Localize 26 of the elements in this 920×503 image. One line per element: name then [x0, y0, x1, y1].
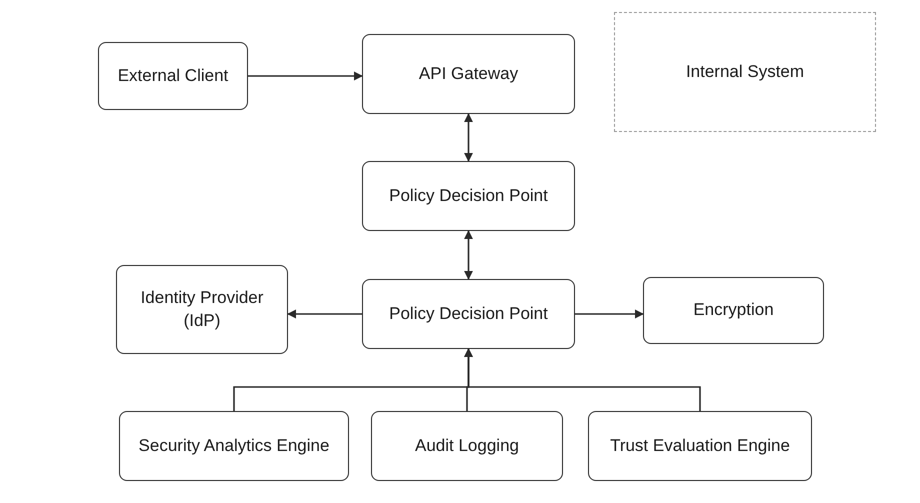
process-box	[362, 161, 575, 231]
arrow	[287, 310, 362, 318]
process-box	[98, 42, 248, 110]
arrow	[464, 230, 473, 280]
node-label: Internal System	[686, 60, 804, 83]
system-boundary-box	[614, 12, 876, 132]
arrow	[464, 348, 701, 411]
node-label: Policy Decision Point	[389, 184, 548, 207]
process-box	[588, 411, 812, 481]
arrow	[464, 113, 473, 162]
process-box	[371, 411, 563, 481]
node-label: External Client	[118, 64, 228, 87]
process-box	[643, 277, 824, 344]
node-label: Identity Provider (IdP)	[140, 286, 264, 332]
arrow	[248, 72, 363, 80]
process-box	[116, 265, 288, 354]
node-label: Policy Decision Point	[389, 302, 548, 325]
node-label: Encryption	[693, 299, 774, 322]
process-box	[362, 34, 575, 114]
node-label: Security Analytics Engine	[138, 434, 330, 457]
process-box	[362, 279, 575, 349]
process-box	[119, 411, 349, 481]
node-label: Audit Logging	[415, 434, 519, 457]
node-label: Trust Evaluation Engine	[610, 434, 790, 457]
arrow	[575, 310, 644, 318]
node-label: API Gateway	[418, 62, 518, 85]
